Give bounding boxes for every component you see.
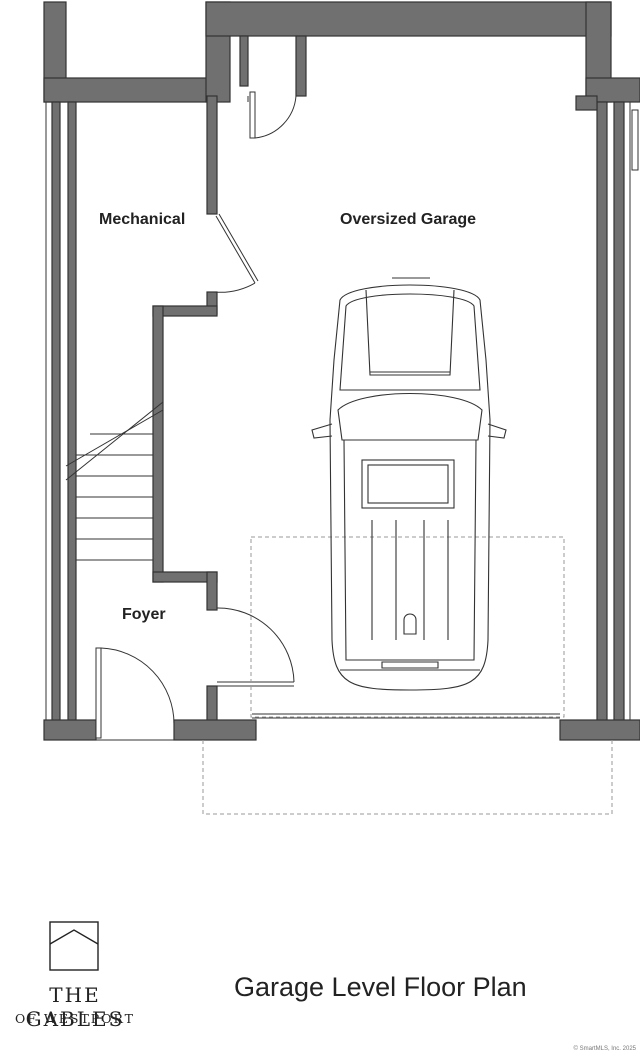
door-entry-leaf (95, 647, 102, 739)
brand-subname: OF WESTPORT (15, 1011, 135, 1026)
room-label-mechanical: Mechanical (99, 211, 186, 228)
dashed-outlines (202, 536, 613, 815)
copyright-notice: © SmartMLS, Inc. 2025 (573, 1046, 636, 1052)
walls (43, 1, 640, 741)
wall-partition-upper (206, 95, 218, 215)
stair-break-line (65, 401, 164, 481)
room-label-garage: Oversized Garage (340, 211, 477, 228)
wall-bottom-right (559, 719, 640, 741)
stairs (65, 401, 164, 561)
wall-partition-stair-side (152, 305, 164, 583)
driveway-outline (202, 740, 613, 815)
wall-jamb-top-left (239, 35, 249, 87)
door-mechanical-leaf (215, 215, 256, 284)
wall-right-step (575, 95, 598, 111)
wall-left-outer-a (51, 101, 61, 725)
wall-top-garage (205, 1, 612, 37)
wall-jamb-top-right (295, 35, 307, 97)
wall-right-outer-b (613, 101, 625, 725)
wall-partition-lower (206, 571, 218, 611)
car-top-view (311, 277, 507, 691)
room-label-foyer: Foyer (122, 606, 166, 623)
wall-top-left-horizontal (43, 77, 211, 103)
door-foyer-swing (216, 607, 295, 683)
brand-name: THE GABLES (25, 983, 125, 1031)
mirror-left (311, 423, 333, 439)
plan-title: Garage Level Floor Plan (234, 972, 527, 1002)
wall-partition-foyer (206, 685, 218, 725)
door-entry-swing (100, 647, 175, 725)
wall-bottom-left (43, 719, 97, 741)
door-top-leaf (249, 91, 256, 139)
door-top-swing (254, 95, 297, 139)
parking-space-outline (250, 536, 565, 718)
wall-left-outer-b (67, 101, 77, 725)
mirror-right (487, 423, 507, 439)
thin-lines (45, 96, 639, 720)
wall-bottom-mid (173, 719, 257, 741)
door-mechanical-swing (213, 282, 256, 293)
doors (95, 91, 297, 741)
house-outline-icon (49, 921, 99, 971)
wall-right-outer-a (596, 101, 608, 725)
